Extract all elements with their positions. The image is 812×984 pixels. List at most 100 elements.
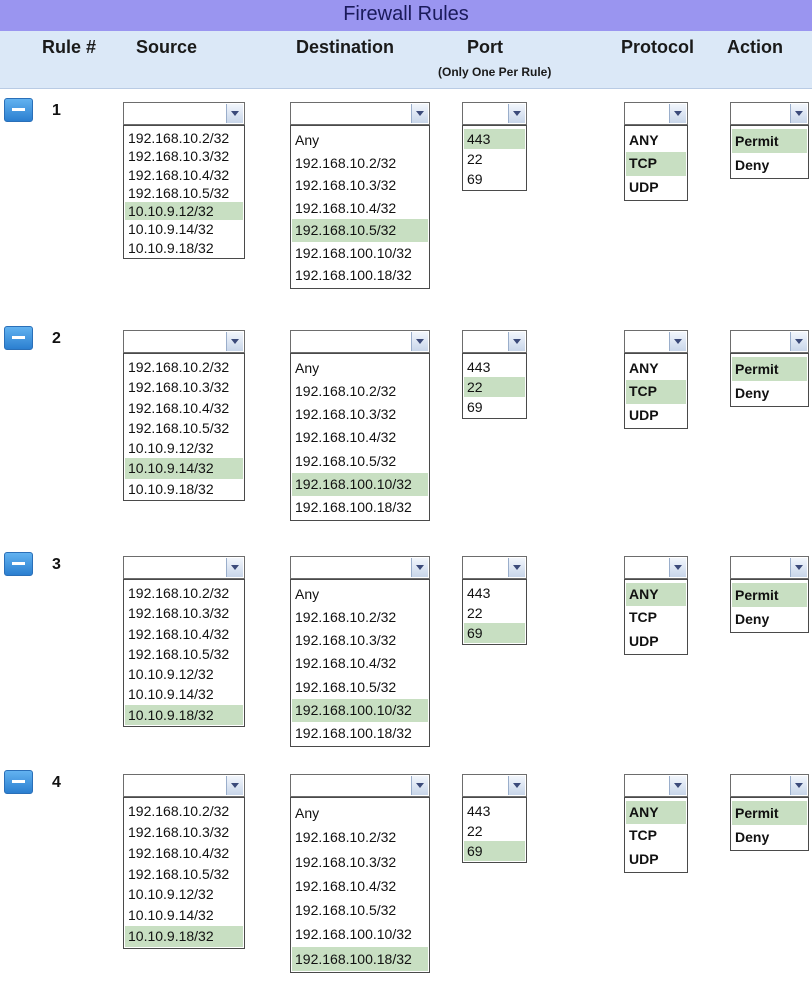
source-option[interactable]: 192.168.10.2/32 xyxy=(128,803,230,819)
port-dropdown[interactable] xyxy=(462,330,527,353)
chevron-down-icon[interactable] xyxy=(790,776,807,795)
source-option[interactable]: 192.168.10.4/32 xyxy=(128,625,230,642)
action-option[interactable]: Deny xyxy=(735,157,770,173)
destination-dropdown[interactable] xyxy=(290,330,430,353)
source-option[interactable]: 192.168.10.2/32 xyxy=(128,585,230,601)
port-option[interactable]: 443 xyxy=(467,359,491,375)
action-option[interactable]: Deny xyxy=(735,611,770,627)
chevron-down-icon[interactable] xyxy=(226,558,243,577)
protocol-option[interactable]: UDP xyxy=(629,850,659,867)
destination-option[interactable]: 192.168.100.10/32 xyxy=(292,698,428,722)
source-option[interactable]: 10.10.9.18/32 xyxy=(128,239,214,256)
port-dropdown[interactable] xyxy=(462,774,527,797)
destination-option[interactable]: 192.168.10.2/32 xyxy=(295,829,397,846)
destination-option[interactable]: 192.168.10.2/32 xyxy=(295,154,397,171)
chevron-down-icon[interactable] xyxy=(508,558,525,577)
source-option[interactable]: 192.168.10.3/32 xyxy=(128,379,230,396)
destination-option[interactable]: 192.168.100.18/32 xyxy=(295,724,412,741)
source-option[interactable]: 192.168.10.4/32 xyxy=(128,844,230,861)
destination-dropdown[interactable] xyxy=(290,102,430,125)
protocol-option[interactable]: TCP xyxy=(629,827,657,844)
destination-option[interactable]: 192.168.10.4/32 xyxy=(295,199,397,216)
source-option[interactable]: 192.168.10.3/32 xyxy=(128,605,230,622)
chevron-down-icon[interactable] xyxy=(226,776,243,795)
remove-rule-button[interactable] xyxy=(4,552,33,576)
chevron-down-icon[interactable] xyxy=(411,332,428,351)
protocol-dropdown[interactable] xyxy=(624,102,688,125)
source-option[interactable]: 10.10.9.18/32 xyxy=(128,480,214,497)
action-option[interactable]: Permit xyxy=(732,129,807,153)
destination-option[interactable]: 192.168.10.3/32 xyxy=(295,406,397,423)
source-option[interactable]: 10.10.9.18/32 xyxy=(125,704,243,725)
destination-option[interactable]: 192.168.10.5/32 xyxy=(295,452,397,469)
source-option[interactable]: 192.168.10.5/32 xyxy=(128,419,230,436)
source-dropdown[interactable] xyxy=(123,102,245,125)
destination-option[interactable]: 192.168.10.4/32 xyxy=(295,429,397,446)
source-option[interactable]: 10.10.9.14/32 xyxy=(128,907,214,924)
port-listbox[interactable]: 443 22 69 xyxy=(462,353,527,419)
protocol-option[interactable]: UDP xyxy=(629,406,659,423)
chevron-down-icon[interactable] xyxy=(508,104,525,123)
protocol-option[interactable]: TCP xyxy=(626,152,686,176)
destination-option[interactable]: 192.168.100.10/32 xyxy=(295,926,412,943)
protocol-option[interactable]: ANY xyxy=(626,801,686,825)
action-dropdown[interactable] xyxy=(730,774,809,797)
chevron-down-icon[interactable] xyxy=(790,558,807,577)
destination-option[interactable]: 192.168.100.10/32 xyxy=(292,472,428,496)
source-option[interactable]: 192.168.10.5/32 xyxy=(128,645,230,662)
source-option[interactable]: 10.10.9.14/32 xyxy=(125,458,243,479)
source-dropdown[interactable] xyxy=(123,556,245,579)
destination-option[interactable]: 192.168.10.2/32 xyxy=(295,609,397,626)
destination-option[interactable]: Any xyxy=(295,360,320,376)
destination-option[interactable]: Any xyxy=(295,805,320,821)
port-option[interactable]: 443 xyxy=(464,129,525,149)
destination-option[interactable]: 192.168.100.18/32 xyxy=(295,498,412,515)
source-option[interactable]: 10.10.9.14/32 xyxy=(128,221,214,238)
port-option[interactable]: 69 xyxy=(467,399,483,415)
protocol-listbox[interactable]: ANY TCP UDP xyxy=(624,797,688,873)
source-option[interactable]: 192.168.10.3/32 xyxy=(128,148,230,165)
remove-rule-button[interactable] xyxy=(4,770,33,794)
port-dropdown[interactable] xyxy=(462,556,527,579)
action-dropdown[interactable] xyxy=(730,102,809,125)
action-option[interactable]: Permit xyxy=(732,801,807,825)
protocol-option[interactable]: UDP xyxy=(629,178,659,195)
source-listbox[interactable]: 192.168.10.2/32 192.168.10.3/32 192.168.10… xyxy=(123,579,245,727)
destination-option[interactable]: 192.168.10.4/32 xyxy=(295,655,397,672)
destination-listbox[interactable]: Any 192.168.10.2/32 192.168.10.3/32 192.168… xyxy=(290,353,430,521)
port-dropdown[interactable] xyxy=(462,102,527,125)
chevron-down-icon[interactable] xyxy=(411,558,428,577)
port-option[interactable]: 69 xyxy=(464,623,525,643)
destination-option[interactable]: Any xyxy=(295,132,320,148)
port-option[interactable]: 22 xyxy=(467,151,483,167)
chevron-down-icon[interactable] xyxy=(669,558,686,577)
destination-option[interactable]: 192.168.10.3/32 xyxy=(295,853,397,870)
destination-option[interactable]: 192.168.100.18/32 xyxy=(295,267,412,284)
source-option[interactable]: 192.168.10.5/32 xyxy=(128,865,230,882)
port-option[interactable]: 443 xyxy=(467,803,491,819)
port-option[interactable]: 22 xyxy=(464,377,525,397)
source-option[interactable]: 10.10.9.18/32 xyxy=(125,926,243,947)
destination-option[interactable]: Any xyxy=(295,586,320,602)
protocol-option[interactable]: UDP xyxy=(629,632,659,649)
chevron-down-icon[interactable] xyxy=(411,776,428,795)
destination-option[interactable]: 192.168.10.2/32 xyxy=(295,383,397,400)
port-option[interactable]: 22 xyxy=(467,823,483,839)
action-option[interactable]: Permit xyxy=(732,357,807,381)
destination-dropdown[interactable] xyxy=(290,774,430,797)
chevron-down-icon[interactable] xyxy=(508,332,525,351)
source-option[interactable]: 192.168.10.5/32 xyxy=(128,184,230,201)
source-option[interactable]: 192.168.10.4/32 xyxy=(128,399,230,416)
chevron-down-icon[interactable] xyxy=(226,104,243,123)
chevron-down-icon[interactable] xyxy=(226,332,243,351)
